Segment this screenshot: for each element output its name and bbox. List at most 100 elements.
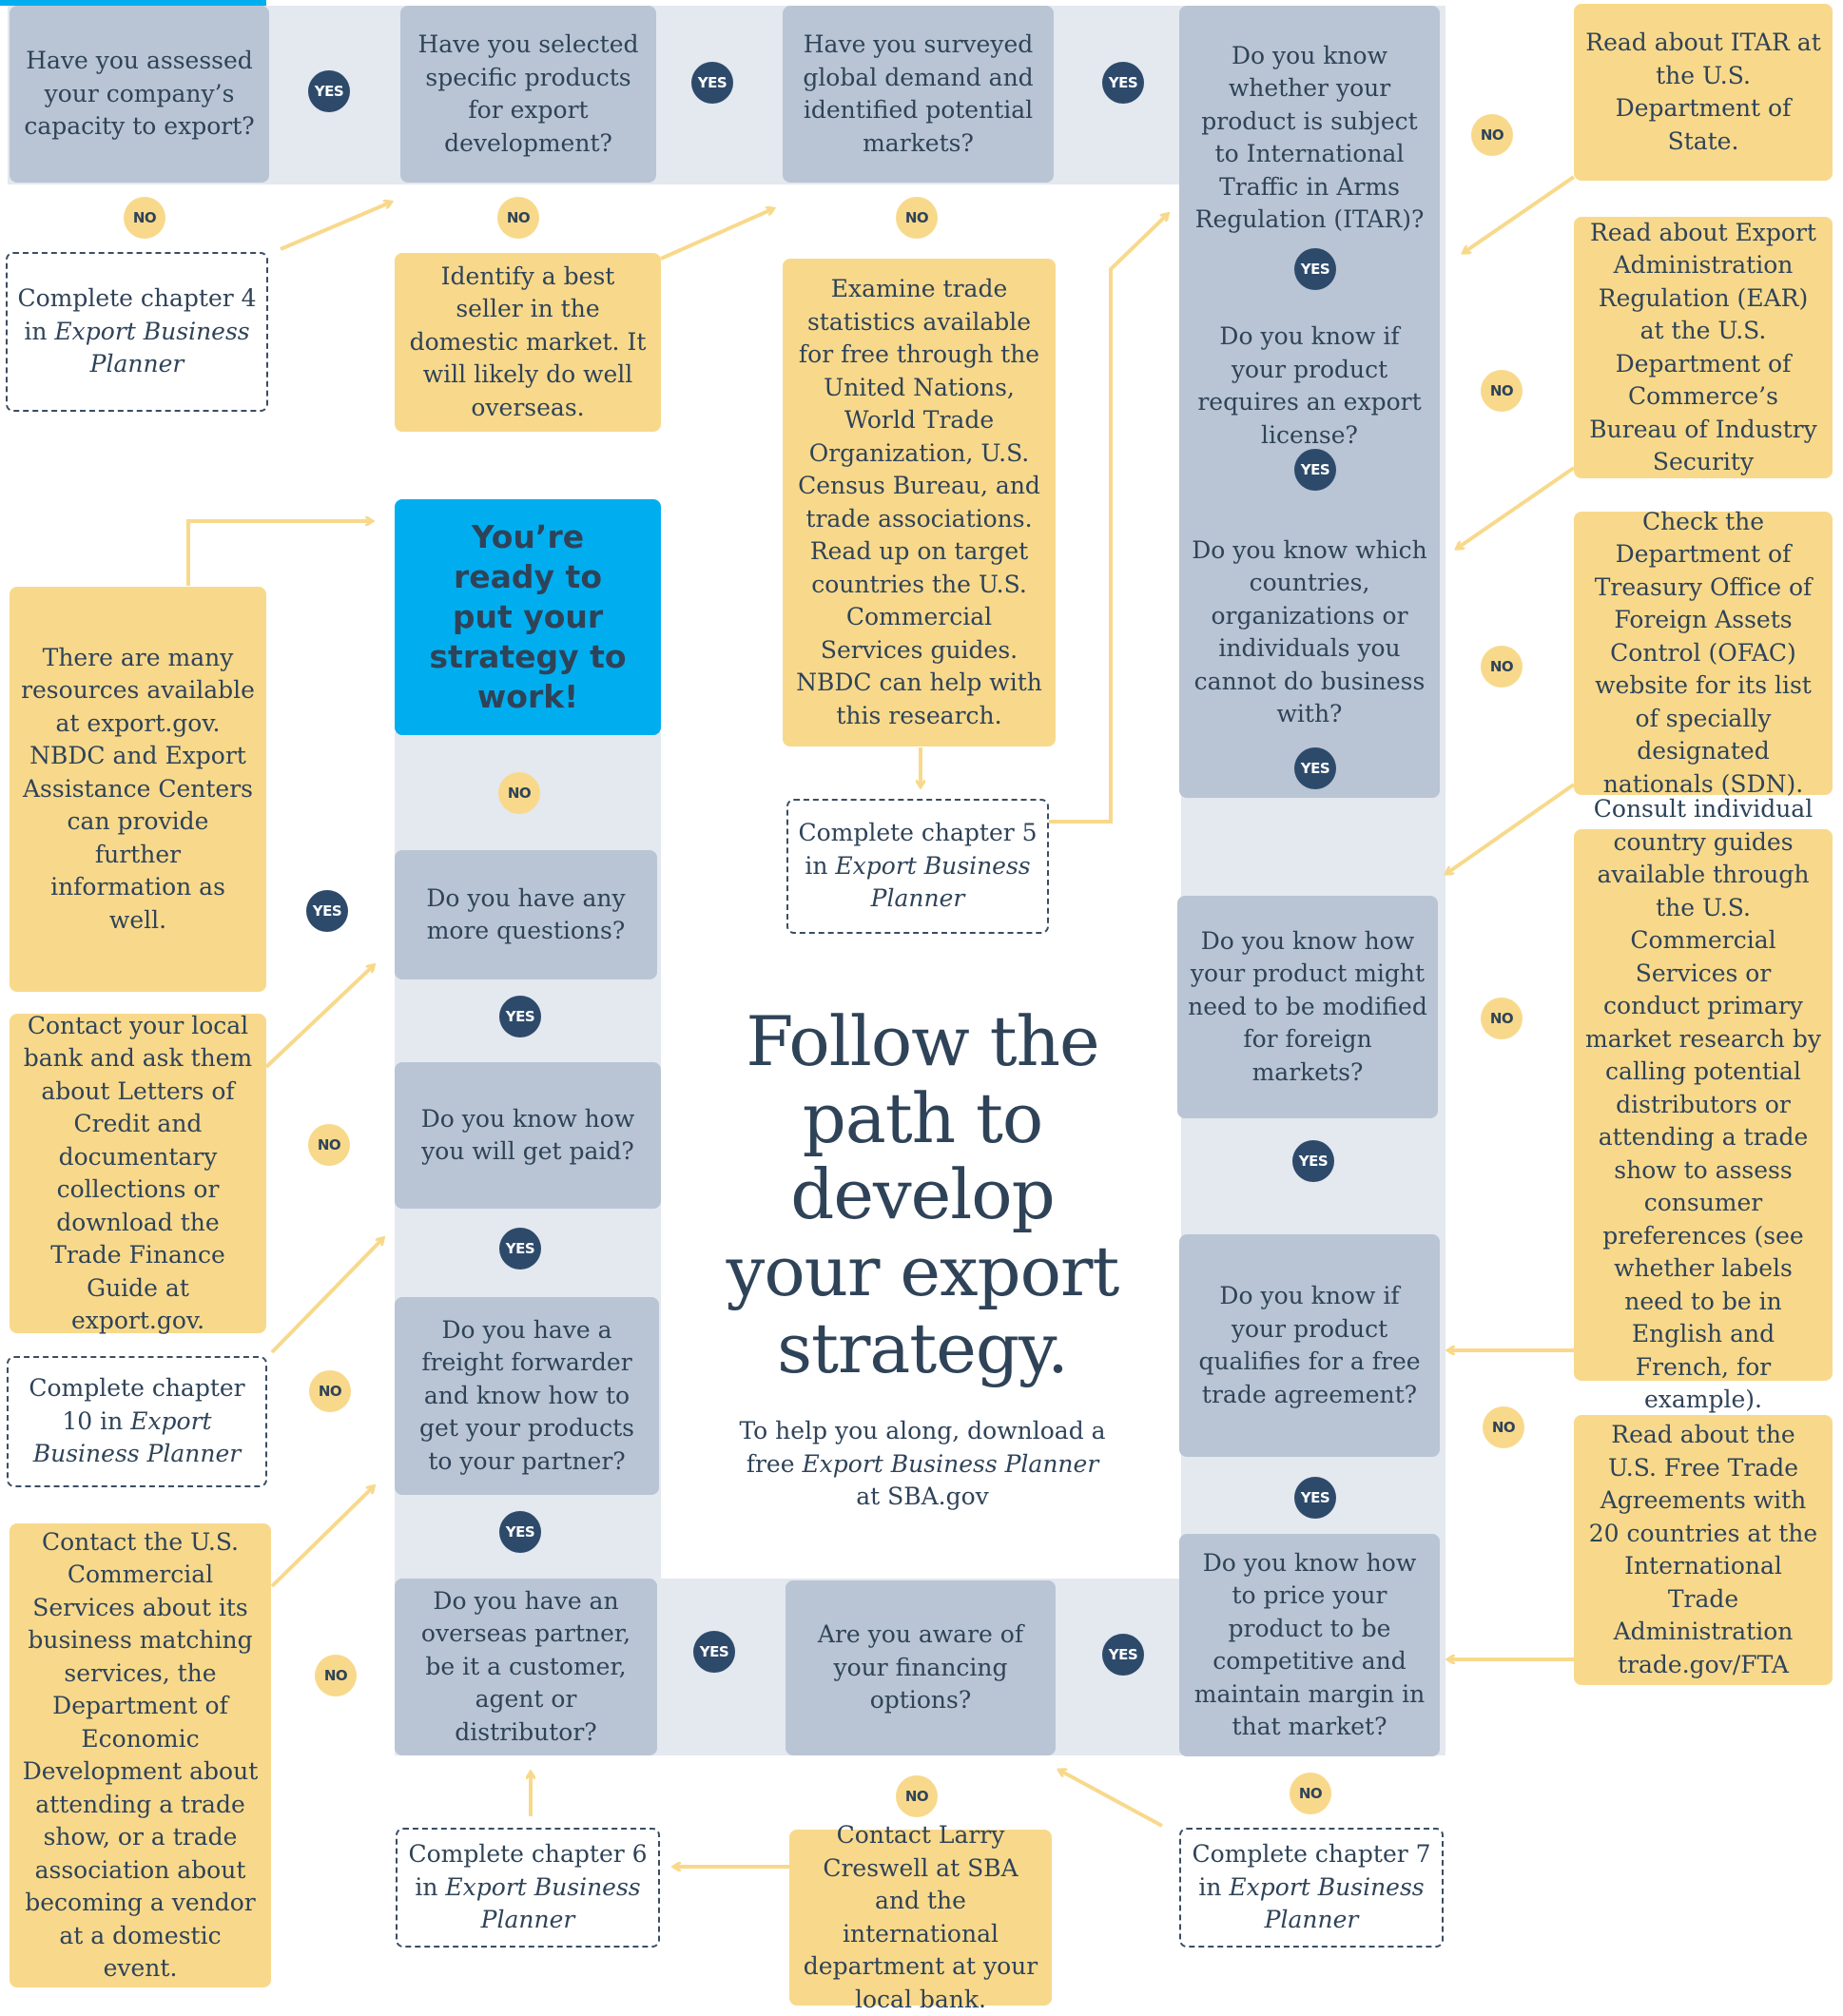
yes-badge: YES — [1102, 1634, 1144, 1676]
resource-trade-stats: Examine trade statistics available for f… — [783, 259, 1056, 746]
no-badge: NO — [896, 1775, 938, 1817]
subtitle-suffix: at SBA.gov — [856, 1483, 989, 1510]
subtitle: To help you along, download a free Expor… — [732, 1415, 1113, 1514]
yes-badge: YES — [306, 890, 348, 932]
question-capacity-text: Have you assessed your company’s capacit… — [24, 47, 255, 141]
resource-ear-text: Read about Export Administration Regulat… — [1589, 218, 1817, 476]
arrow-bank-to-questions — [264, 966, 373, 1069]
resource-export-gov: There are many resources available at ex… — [10, 587, 266, 992]
ready-callout: You’re ready to put your strategy to wor… — [395, 499, 661, 735]
arrow-ch10-to-paid — [270, 1239, 382, 1354]
question-products-text: Have you selected specific products for … — [417, 30, 639, 157]
top-accent-bar — [0, 0, 266, 6]
question-modified-text: Do you know how your product might need … — [1188, 926, 1427, 1086]
planner-chapter-5: Complete chapter 5 in Export Business Pl… — [786, 799, 1049, 934]
question-paid: Do you know how you will get paid? — [395, 1062, 661, 1209]
resource-export-gov-text: There are many resources available at ex… — [21, 643, 255, 934]
resource-fta-text: Read about the U.S. Free Trade Agreement… — [1588, 1421, 1818, 1678]
resource-country-guides: Consult individual country guides availa… — [1574, 795, 1833, 1413]
question-demand: Have you surveyed global demand and iden… — [783, 6, 1054, 183]
subtitle-prefix: To help you along, download a free — [739, 1417, 1106, 1478]
no-badge: NO — [1481, 370, 1523, 412]
question-itar: Do you know whether your product is subj… — [1179, 38, 1440, 238]
question-partner: Do you have an overseas partner, be it a… — [395, 1579, 657, 1755]
question-countries-text: Do you know which countries, organizatio… — [1192, 535, 1427, 728]
question-capacity: Have you assessed your company’s capacit… — [10, 6, 269, 183]
planner-chapter-6: Complete chapter 6 in Export Business Pl… — [396, 1828, 660, 1948]
no-badge: NO — [309, 1370, 351, 1412]
question-price: Do you know how to price your product to… — [1179, 1534, 1440, 1756]
question-more-questions-text: Do you have any more questions? — [426, 883, 626, 945]
planner-chapter-4-text: Complete chapter 4 in — [17, 284, 257, 345]
planner-chapter-7-text: Complete chapter 7 in — [1192, 1840, 1431, 1901]
arrow-exportgov-to-ready — [186, 521, 371, 586]
resource-bank: Contact your local bank and ask them abo… — [10, 1012, 266, 1334]
no-badge: NO — [1471, 114, 1513, 156]
yes-badge: YES — [1292, 1140, 1334, 1182]
yes-badge: YES — [499, 1228, 541, 1270]
question-modified: Do you know how your product might need … — [1177, 896, 1438, 1118]
planner-chapter-4: Complete chapter 4 in Export Business Pl… — [6, 252, 268, 412]
question-demand-text: Have you surveyed global demand and iden… — [803, 30, 1034, 157]
arrow-ofac-resource — [1447, 783, 1576, 873]
arrow-ch4-to-products — [280, 203, 390, 251]
planner-chapter-10-title: Export Business Planner — [32, 1406, 242, 1468]
no-badge: NO — [1290, 1773, 1331, 1814]
question-freight-text: Do you have a freight forwarder and know… — [419, 1315, 634, 1475]
planner-chapter-7-title: Export Business Planner — [1229, 1872, 1425, 1934]
arrow-bestseller-to-demand — [660, 209, 772, 261]
yes-badge: YES — [499, 996, 541, 1037]
no-badge: NO — [1481, 998, 1523, 1039]
yes-badge: YES — [499, 1511, 541, 1553]
no-badge: NO — [1481, 646, 1523, 688]
question-countries: Do you know which countries, organizatio… — [1179, 533, 1440, 732]
planner-chapter-5-title: Export Business Planner — [835, 851, 1031, 913]
arrow-ear-resource — [1458, 466, 1576, 548]
resource-ofac-text: Check the Department of Treasury Office … — [1594, 507, 1813, 798]
question-fta: Do you know if your product qualifies fo… — [1179, 1234, 1440, 1457]
resource-bank-text: Contact your local bank and ask them abo… — [23, 1011, 253, 1335]
page-title: Follow the path to develop your export s… — [726, 1001, 1120, 1388]
resource-country-guides-text: Consult individual country guides availa… — [1585, 795, 1821, 1414]
yes-badge: YES — [693, 1631, 735, 1673]
no-badge: NO — [498, 772, 540, 814]
subtitle-planner: Export Business Planner — [802, 1449, 1099, 1478]
planner-chapter-6-text: Complete chapter 6 in — [408, 1840, 648, 1901]
question-itar-text: Do you know whether your product is subj… — [1194, 41, 1425, 234]
resource-commercial-services: Contact the U.S. Commercial Services abo… — [10, 1523, 271, 1987]
question-license: Do you know if your product requires an … — [1179, 322, 1440, 449]
arrow-ch5-to-itar — [1049, 215, 1167, 824]
resource-itar: Read about ITAR at the U.S. Department o… — [1574, 4, 1833, 181]
yes-badge: YES — [1294, 248, 1336, 290]
no-badge: NO — [497, 197, 539, 239]
resource-itar-text: Read about ITAR at the U.S. Department o… — [1585, 29, 1821, 155]
question-fta-text: Do you know if your product qualifies fo… — [1198, 1282, 1421, 1408]
planner-chapter-4-title: Export Business Planner — [54, 317, 250, 378]
no-badge: NO — [896, 197, 938, 239]
question-freight: Do you have a freight forwarder and know… — [395, 1297, 659, 1495]
resource-commercial-services-text: Contact the U.S. Commercial Services abo… — [22, 1527, 259, 1983]
resource-ofac: Check the Department of Treasury Office … — [1574, 508, 1833, 798]
arrow-commercial-to-freight — [270, 1487, 373, 1588]
question-compliance-group — [1179, 6, 1440, 798]
planner-chapter-10-text: Complete chapter 10 in — [29, 1374, 245, 1435]
no-badge: NO — [124, 197, 165, 239]
arrow-itar-resource — [1465, 175, 1576, 252]
question-price-text: Do you know how to price your product to… — [1193, 1548, 1426, 1741]
question-financing-text: Are you aware of your financing options? — [817, 1620, 1024, 1715]
yes-badge: YES — [1294, 1477, 1336, 1519]
no-badge: NO — [308, 1124, 350, 1166]
yes-badge: YES — [1102, 62, 1144, 104]
yes-badge: YES — [1294, 747, 1336, 789]
question-more-questions: Do you have any more questions? — [395, 850, 657, 979]
question-products: Have you selected specific products for … — [400, 6, 656, 183]
resource-trade-stats-text: Examine trade statistics available for f… — [796, 275, 1042, 729]
resource-larry: Contact Larry Creswell at SBA and the in… — [789, 1821, 1052, 2013]
resource-fta: Read about the U.S. Free Trade Agreement… — [1574, 1415, 1833, 1685]
yes-badge: YES — [308, 70, 350, 112]
ready-callout-text: You’re ready to put your strategy to wor… — [429, 518, 627, 715]
yes-badge: YES — [1294, 449, 1336, 491]
resource-bestseller: Identify a best seller in the domestic m… — [395, 253, 661, 432]
resource-ear: Read about Export Administration Regulat… — [1574, 217, 1833, 478]
question-partner-text: Do you have an overseas partner, be it a… — [420, 1586, 631, 1746]
